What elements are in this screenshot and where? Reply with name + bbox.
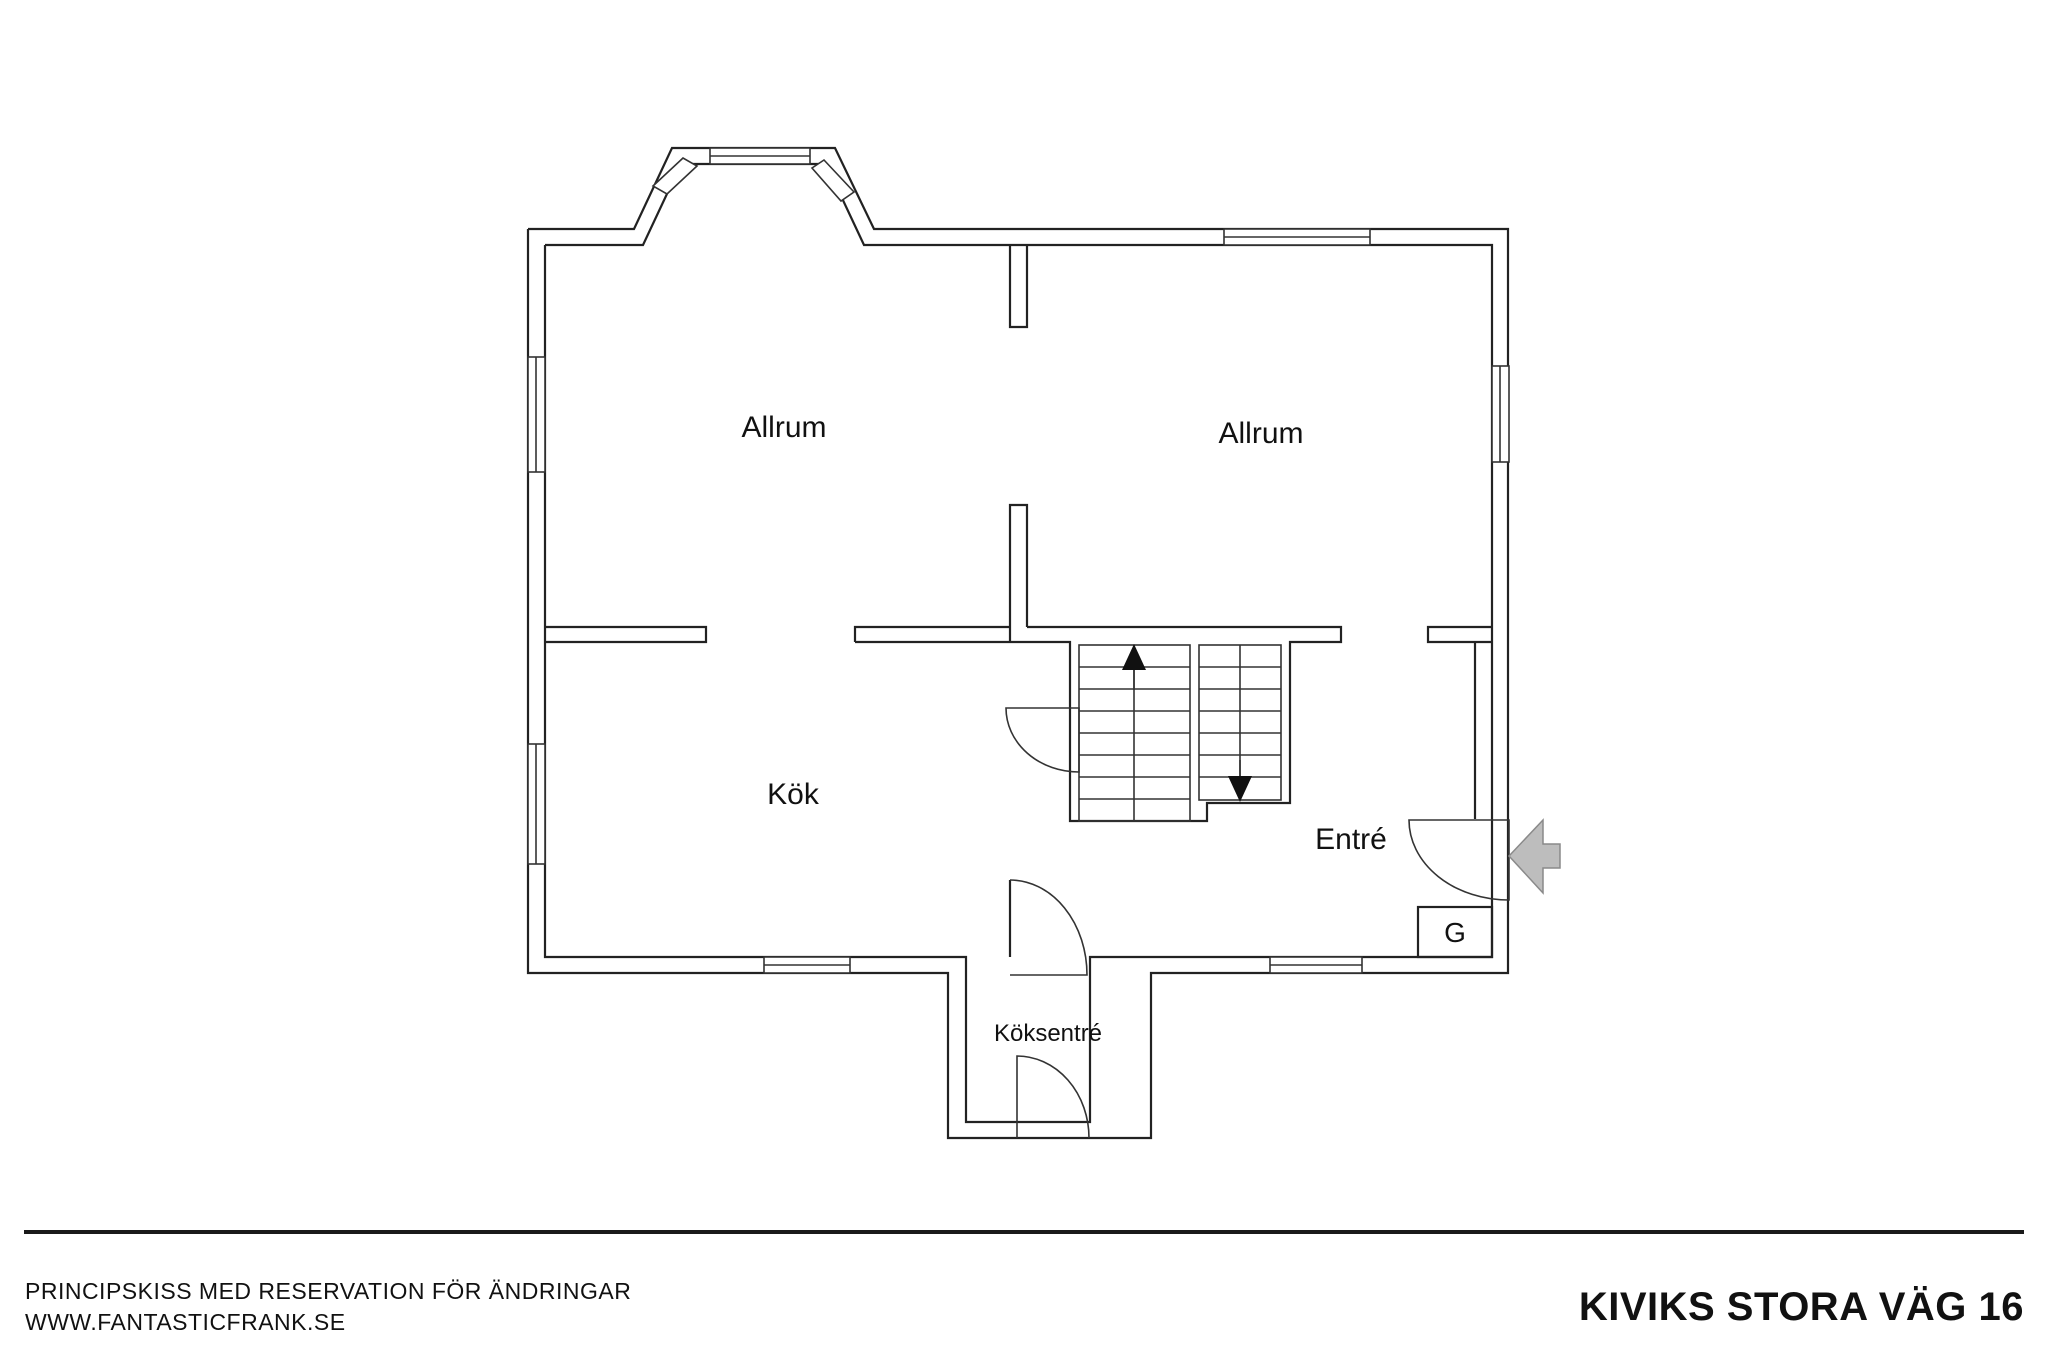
partition-mid-center xyxy=(1008,503,1029,642)
outer-wall-outline xyxy=(526,146,1510,1140)
staircase xyxy=(1078,644,1282,822)
door-kitchen-entrance-inner xyxy=(1009,879,1088,976)
room-label-allrum-left: Allrum xyxy=(741,411,826,444)
partition-center-right xyxy=(855,625,1343,823)
doors xyxy=(1005,707,1510,1139)
footer-disclaimer: PRINCIPSKISS MED RESERVATION FÖR ÄNDRING… xyxy=(25,1278,632,1304)
windows xyxy=(527,147,1510,974)
room-label-kok: Kök xyxy=(767,778,820,811)
window-bay-right xyxy=(810,158,856,203)
partition-right-arm xyxy=(1426,625,1492,644)
partition-left-arm xyxy=(545,625,708,644)
door-stair-closet xyxy=(1005,707,1080,773)
property-address: KIVIKS STORA VÄG 16 xyxy=(1578,1285,2024,1329)
room-label-entre: Entré xyxy=(1315,823,1387,856)
garderob-box xyxy=(1416,905,1494,959)
partition-top-center xyxy=(1008,245,1029,329)
room-label-koksentre: Köksentré xyxy=(994,1020,1102,1047)
down-arrow-icon xyxy=(1228,776,1252,802)
floor-plan: Allrum Allrum Kök Entré Köksentré G xyxy=(526,146,1561,1140)
garderob-label: G xyxy=(1444,917,1466,948)
entrance-arrow-icon xyxy=(1507,818,1561,895)
footer-disclaimer-block: PRINCIPSKISS MED RESERVATION FÖR ÄNDRING… xyxy=(25,1276,631,1338)
door-main-entrance xyxy=(1408,819,1510,901)
door-kitchen-entrance-outer xyxy=(1016,1055,1090,1139)
window-bay-left xyxy=(651,157,699,195)
room-label-allrum-right: Allrum xyxy=(1218,417,1303,450)
footer-divider xyxy=(24,1230,2024,1234)
interior-walls xyxy=(545,245,1494,959)
footer-website: WWW.FANTASTICFRANK.SE xyxy=(25,1309,346,1335)
partition-center-arm xyxy=(853,625,1010,642)
up-arrow-icon xyxy=(1122,644,1146,670)
